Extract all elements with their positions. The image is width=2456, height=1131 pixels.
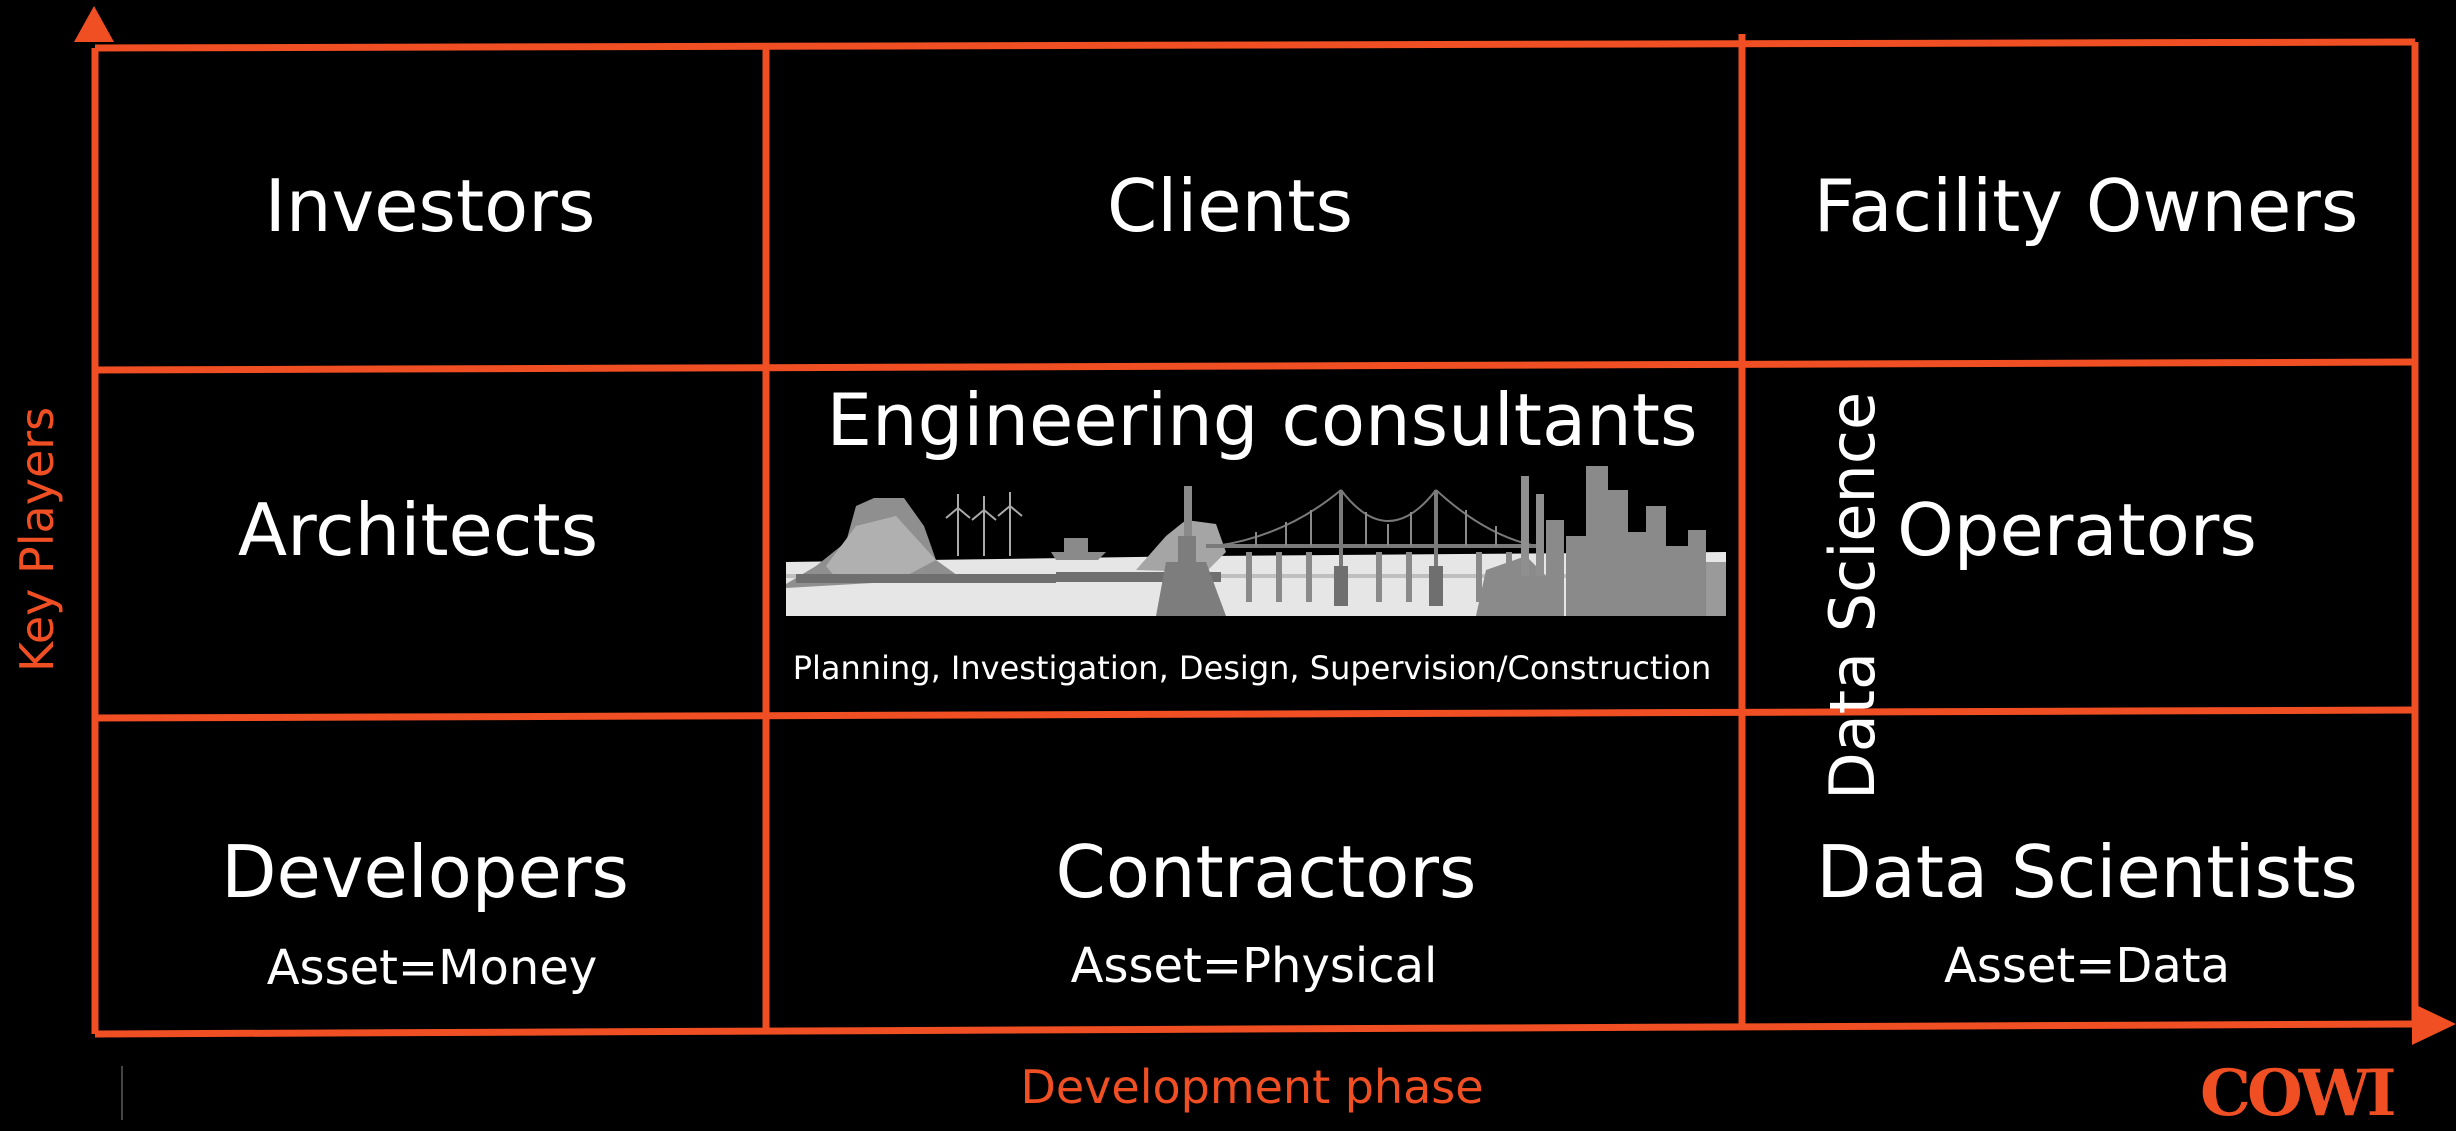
x-axis-arrowhead (2412, 1003, 2456, 1045)
data-science-label: Data Science (1816, 391, 1889, 800)
cell-contractors-asset: Asset=Physical (1070, 938, 1438, 994)
cell-developers-asset: Asset=Money (266, 940, 598, 996)
y-axis-label: Key Players (10, 406, 64, 672)
cell-investors-title: Investors (264, 164, 596, 248)
cell-engineering-title: Engineering consultants (826, 378, 1698, 462)
cell-architects-title: Architects (237, 488, 599, 572)
cell-data-scientists-title: Data Scientists (1816, 830, 2358, 914)
cell-engineering-phases: Planning, Investigation, Design, Supervi… (792, 649, 1712, 687)
x-axis-label: Development phase (1020, 1060, 1484, 1114)
cell-data-scientists-asset: Asset=Data (1943, 938, 2231, 994)
cell-facility-owners-title: Facility Owners (1813, 164, 2359, 248)
cell-operators-title: Operators (1897, 488, 2257, 572)
y-axis-arrowhead (74, 6, 114, 42)
cell-developers-title: Developers (221, 830, 629, 914)
cowi-logo: COWI (2200, 1056, 2396, 1131)
cell-clients-title: Clients (1107, 164, 1353, 248)
infrastructure-skyline-icon (786, 466, 1726, 616)
cell-contractors-title: Contractors (1055, 830, 1477, 914)
